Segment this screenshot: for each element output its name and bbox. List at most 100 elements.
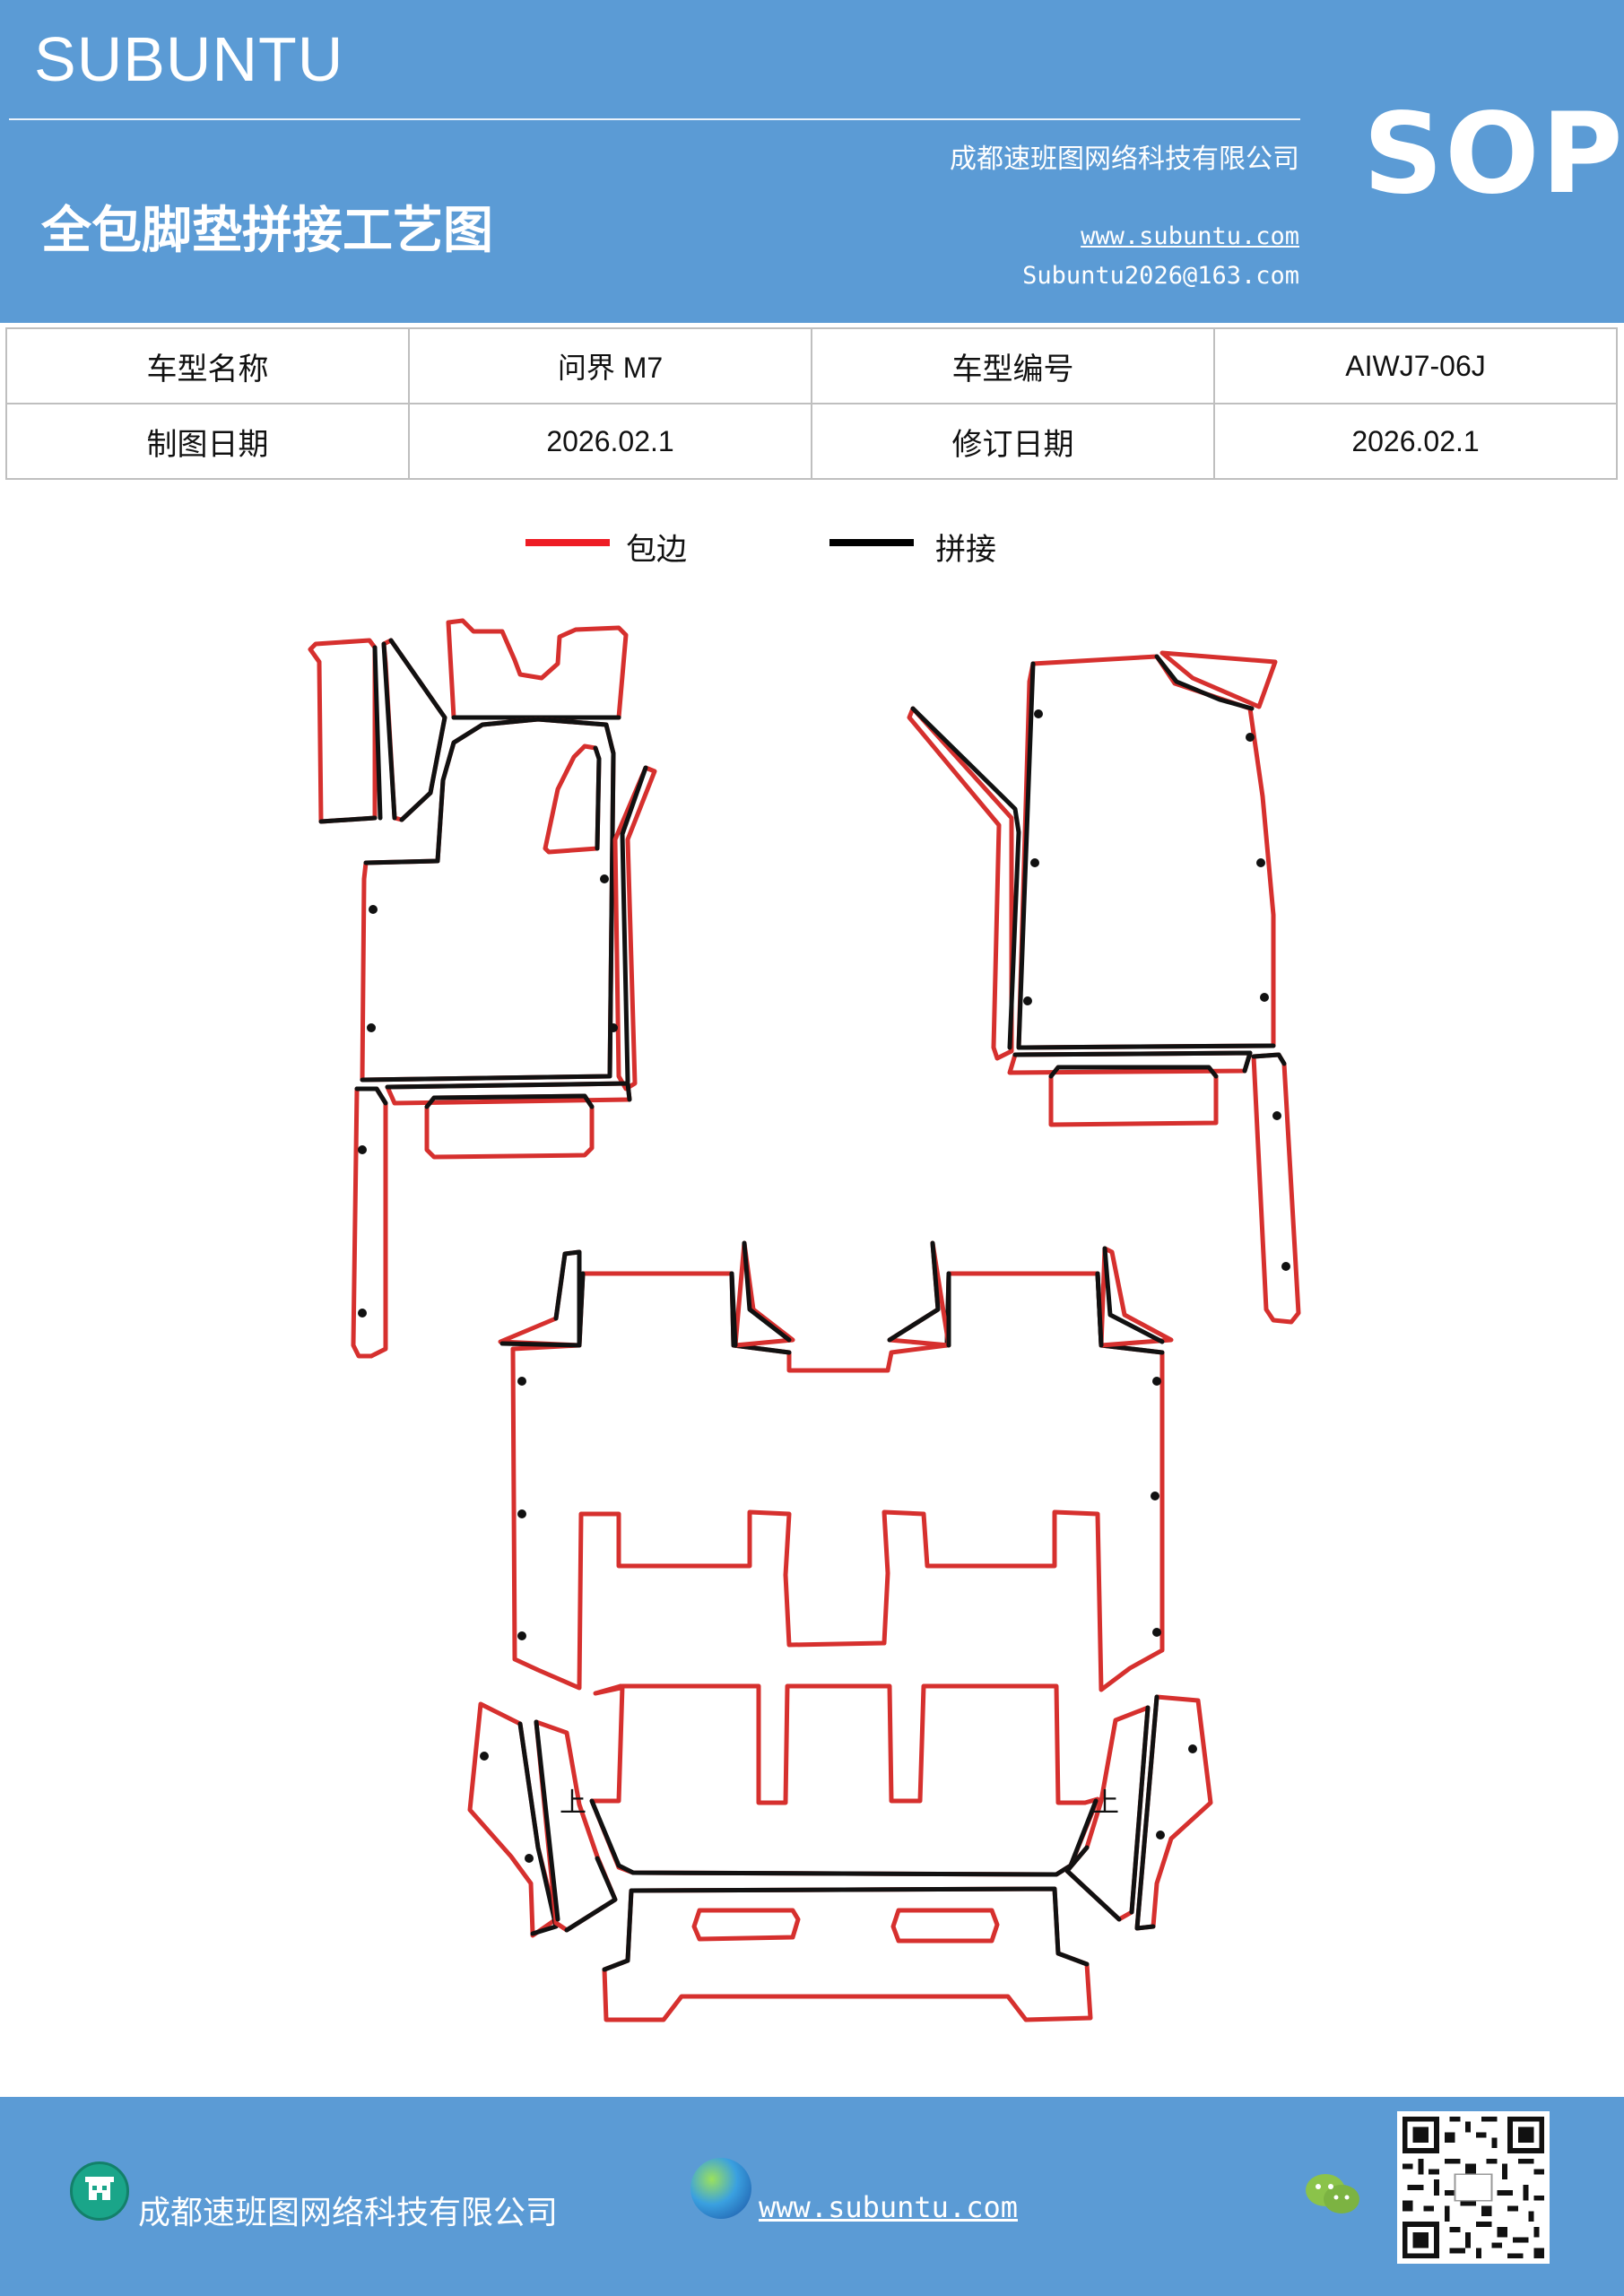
- seam-line: [1095, 1246, 1165, 1348]
- fixing-dot: [517, 1377, 526, 1386]
- fixing-dot: [609, 1023, 618, 1032]
- email-address: Subuntu2026@163.com: [1022, 262, 1299, 290]
- edge-outline: [351, 1086, 388, 1359]
- seam-line: [385, 1081, 632, 1102]
- seam-line: [593, 745, 602, 851]
- edge-outline: [1159, 650, 1278, 709]
- table-cell: 制图日期: [5, 403, 410, 480]
- seam-line: [381, 638, 447, 822]
- fixing-dot: [1152, 1377, 1161, 1386]
- seam-line: [534, 1719, 618, 1933]
- seam-line: [318, 645, 383, 824]
- header: SUBUNTU SOP 全包脚垫拼接工艺图 成都速班图网络科技有限公司 www.…: [0, 0, 1624, 323]
- fixing-dot: [1246, 733, 1255, 742]
- legend-label: 包边: [626, 532, 687, 568]
- fixing-dot: [358, 1145, 367, 1154]
- edge-outline: [887, 1240, 951, 1348]
- seam-line: [360, 717, 616, 1083]
- info-table: 车型名称 问界 M7 车型编号 AIWJ7-06J 制图日期 2026.02.1…: [5, 327, 1618, 480]
- table-cell: 车型编号: [811, 327, 1215, 404]
- qr-code: [1397, 2111, 1550, 2264]
- table-cell: 2026.02.1: [1213, 403, 1618, 480]
- table-cell: 修订日期: [811, 403, 1215, 480]
- table-cell: AIWJ7-06J: [1213, 327, 1618, 404]
- seam-line: [1016, 661, 1276, 1050]
- fixing-dot: [525, 1854, 534, 1863]
- seam-line: [517, 1721, 559, 1936]
- fixing-dot: [1260, 993, 1269, 1002]
- seam-line: [729, 1240, 792, 1348]
- footer: 成都速班图网络科技有限公司 www.subuntu.com: [0, 2097, 1624, 2296]
- seam-line: [354, 1086, 388, 1106]
- edge-outline: [360, 717, 616, 1083]
- sop-badge: SOP: [1363, 90, 1624, 219]
- seam-line: [499, 1249, 582, 1348]
- fixing-dot: [1023, 996, 1032, 1005]
- table-row: 车型名称 问界 M7 车型编号 AIWJ7-06J: [5, 327, 1618, 404]
- fixing-dot: [358, 1309, 367, 1318]
- header-divider: [9, 118, 1300, 120]
- edge-outline: [467, 1701, 559, 1938]
- edge-outline: [543, 744, 602, 855]
- page-title: 全包脚垫拼接工艺图: [41, 201, 493, 260]
- seam-line: [1134, 1694, 1159, 1931]
- wechat-icon[interactable]: [1302, 2167, 1365, 2221]
- building-icon: [70, 2161, 129, 2221]
- edge-outline: [890, 1908, 1000, 1944]
- edge-outline: [510, 1271, 1165, 1692]
- seam-line: [1154, 654, 1255, 711]
- fixing-dot: [1034, 709, 1043, 718]
- edge-outline: [308, 638, 378, 824]
- footer-website-link[interactable]: www.subuntu.com: [759, 2190, 1018, 2224]
- edge-outline: [1048, 1065, 1219, 1127]
- direction-mark: 上: [560, 1787, 586, 1819]
- seam-line: [1012, 1050, 1253, 1074]
- edge-outline: [424, 1093, 595, 1160]
- table-cell: 车型名称: [5, 327, 410, 404]
- driver-front-mat: [308, 618, 657, 1359]
- passenger-front-mat: [907, 650, 1301, 1325]
- table-cell: 2026.02.1: [408, 403, 812, 480]
- fixing-dot: [1256, 858, 1265, 867]
- table-row: 制图日期 2026.02.1 修订日期 2026.02.1: [5, 403, 1618, 480]
- seam-line: [1048, 1065, 1219, 1079]
- fixing-dot: [1281, 1262, 1290, 1271]
- seam-line: [620, 765, 648, 1084]
- fixing-dot: [517, 1631, 526, 1640]
- table-cell: 问界 M7: [408, 327, 812, 404]
- footer-company: 成都速班图网络科技有限公司: [138, 2195, 559, 2231]
- company-name: 成都速班图网络科技有限公司: [950, 144, 1299, 175]
- fixing-dot: [1272, 1111, 1281, 1120]
- rear-mat: [467, 1240, 1213, 2022]
- fixing-dot: [369, 905, 378, 914]
- edge-outline: [602, 1886, 1093, 2022]
- edge-outline: [733, 1240, 795, 1348]
- website-link[interactable]: www.subuntu.com: [1081, 222, 1299, 250]
- seam-line: [602, 1886, 1090, 1972]
- legend-label: 拼接: [935, 532, 996, 568]
- globe-icon: [690, 2158, 751, 2219]
- fixing-dot: [1188, 1744, 1197, 1753]
- brand-logo: SUBUNTU: [34, 24, 344, 94]
- legend-swatch-edge: [525, 539, 610, 546]
- edge-outline: [907, 706, 1014, 1061]
- edge-outline: [1251, 1052, 1301, 1325]
- seam-line: [1251, 1052, 1287, 1066]
- edge-outline: [589, 1683, 1100, 1877]
- seam-line: [589, 1798, 1099, 1877]
- fixing-dot: [1151, 1492, 1159, 1500]
- fixing-dot: [600, 874, 609, 883]
- fixing-dot: [1030, 858, 1039, 867]
- seam-line: [424, 1093, 595, 1109]
- seam-line: [577, 1271, 1165, 1355]
- edge-outline: [612, 765, 657, 1091]
- direction-mark: 上: [1092, 1787, 1119, 1819]
- edge-outline: [446, 618, 629, 720]
- seam-line: [887, 1240, 951, 1348]
- fixing-dot: [1152, 1628, 1161, 1637]
- edge-outline: [498, 1249, 582, 1348]
- fixing-dot: [367, 1023, 376, 1032]
- edge-outline: [691, 1908, 801, 1942]
- mat-layout-diagram: 上 上: [308, 618, 1301, 2022]
- seam-line: [1064, 1705, 1151, 1922]
